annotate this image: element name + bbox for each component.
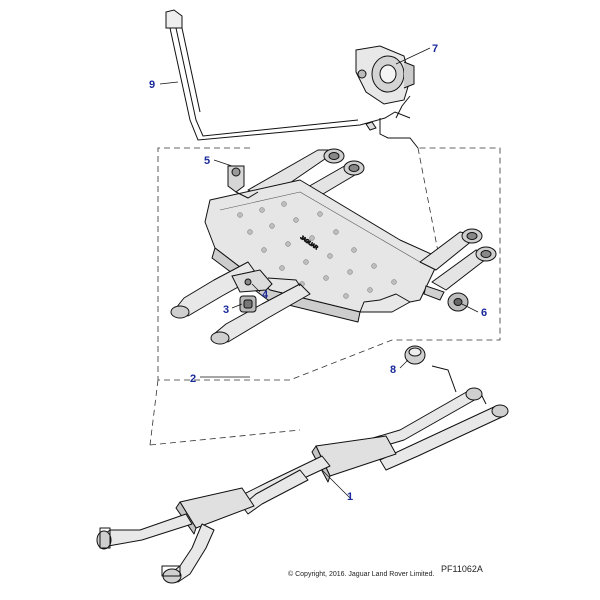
isolator-part-6: [423, 285, 469, 312]
callout-7: 7: [432, 43, 438, 55]
mounting-isolator-part-5: [227, 165, 259, 199]
front-pipe-assembly-part-1: [96, 365, 509, 584]
rear-silencer-assembly: JAGUAR: [170, 148, 497, 345]
bracket-part-4: [231, 269, 301, 293]
vacuum-pipe-part-9: [165, 9, 419, 149]
callout-2: 2: [190, 373, 196, 385]
leader-lines: [159, 47, 479, 499]
callout-4: 4: [262, 289, 269, 301]
assembly-boundary: [149, 147, 501, 446]
callout-6: 6: [481, 307, 487, 319]
callout-1: 1: [347, 491, 353, 503]
copyright-text: © Copyright, 2016. Jaguar Land Rover Lim…: [288, 570, 434, 578]
callout-3: 3: [223, 304, 229, 316]
callout-5: 5: [204, 155, 210, 167]
rubber-mount-part-3: [239, 295, 257, 313]
callout-8: 8: [390, 364, 396, 376]
callout-labels: 1 2 3 4 5 6 7 8 9: [149, 43, 487, 503]
callout-9: 9: [149, 79, 155, 91]
figure-reference: PF11062A: [441, 564, 483, 574]
valve-actuator-part-7: [355, 45, 415, 119]
isolator-part-8: [404, 345, 426, 365]
